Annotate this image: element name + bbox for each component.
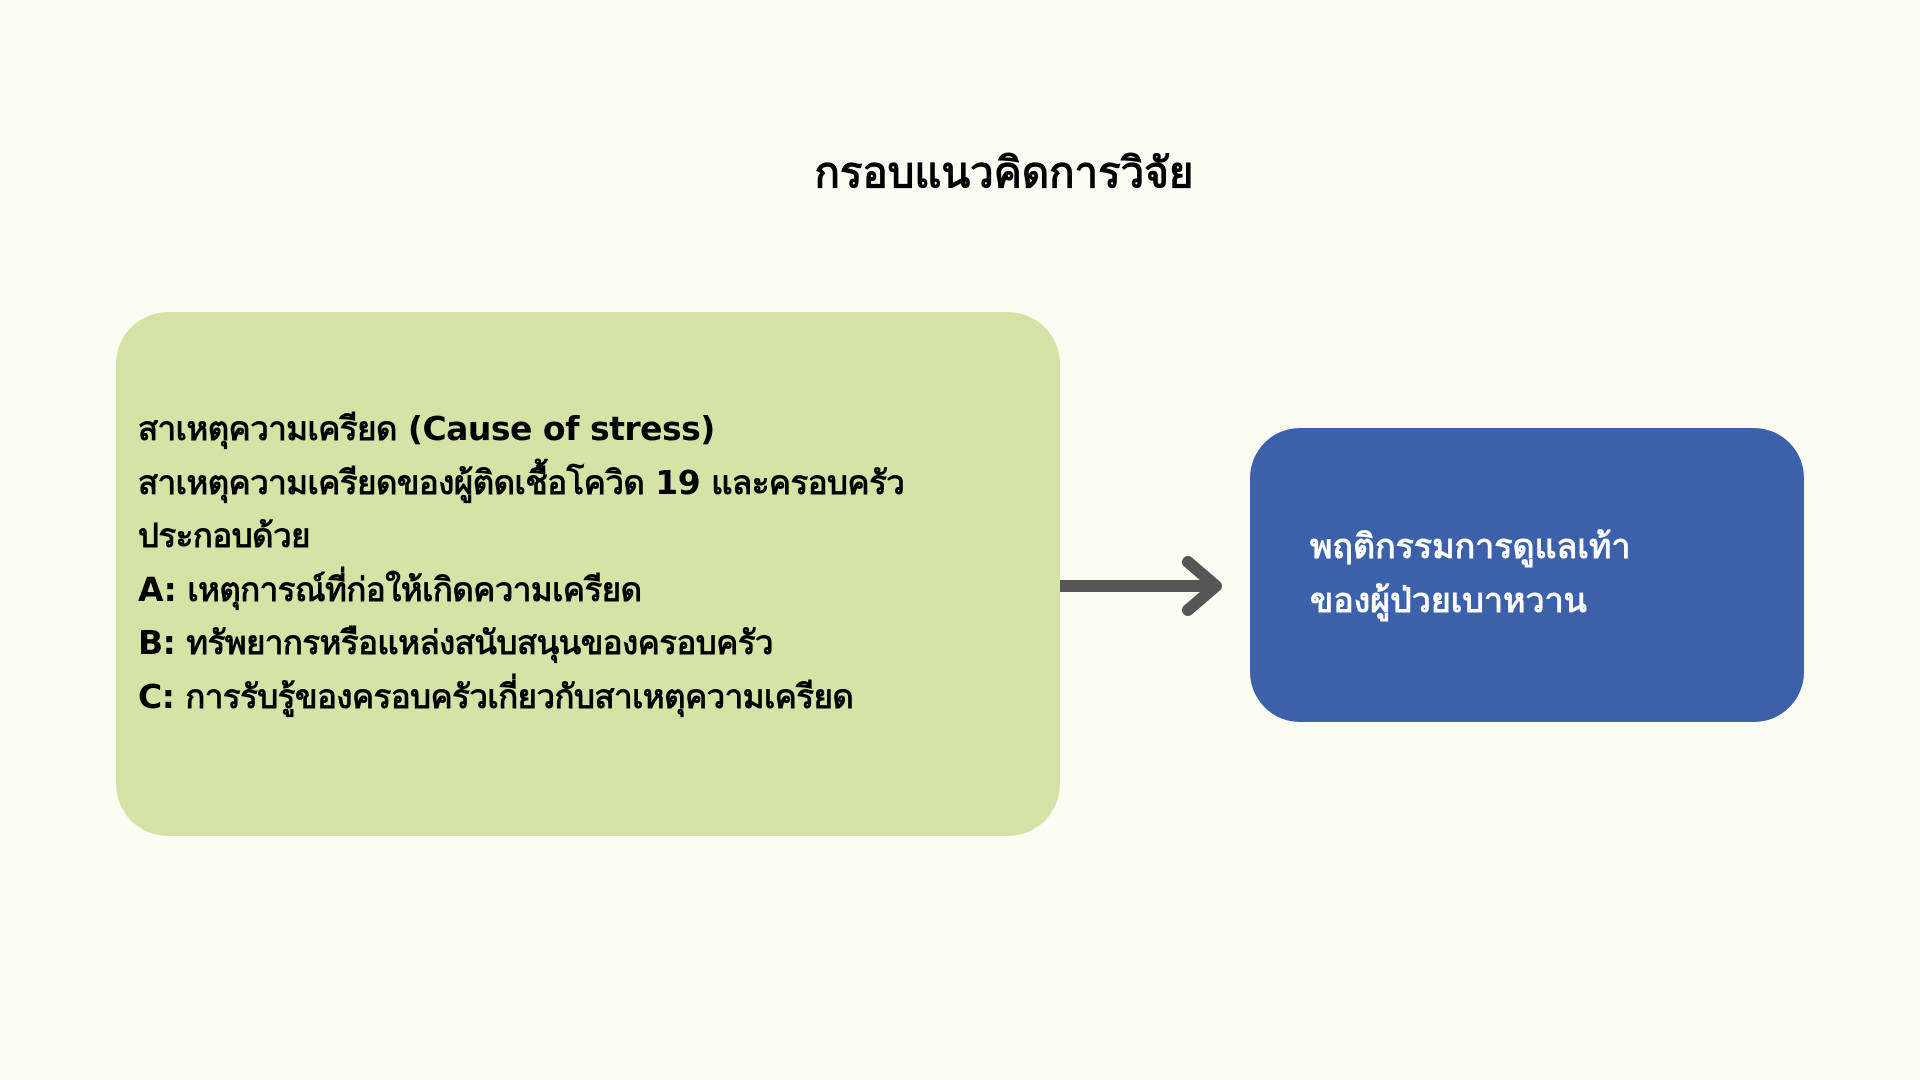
cause-heading: สาเหตุความเครียด (Cause of stress) <box>138 409 715 448</box>
cause-item-b: B: ทรัพยากรหรือแหล่งสนับสนุนของครอบครัว <box>138 623 774 662</box>
diagram-title: กรอบแนวคิดการวิจัย <box>814 148 1194 197</box>
cause-item-a: A: เหตุการณ์ที่ก่อให้เกิดความเครียด <box>138 569 642 609</box>
cause-of-stress-text: สาเหตุความเครียด (Cause of stress) สาเหต… <box>138 402 905 723</box>
arrow-right-icon <box>1060 556 1222 616</box>
cause-consists-of: ประกอบด้วย <box>138 516 310 555</box>
outcome-line-2: ของผู้ป่วยเบาหวาน <box>1310 581 1587 621</box>
cause-subheading: สาเหตุความเครียดของผู้ติดเชื้อโควิด 19 แ… <box>138 462 905 502</box>
foot-care-behavior-box <box>1250 428 1804 722</box>
outcome-line-1: พฤติกรรมการดูแลเท้า <box>1310 527 1631 567</box>
cause-of-stress-box <box>116 312 1060 836</box>
cause-item-c: C: การรับรู้ของครอบครัวเกี่ยวกับสาเหตุคว… <box>138 676 854 716</box>
foot-care-behavior-text: พฤติกรรมการดูแลเท้า ของผู้ป่วยเบาหวาน <box>1310 520 1631 628</box>
